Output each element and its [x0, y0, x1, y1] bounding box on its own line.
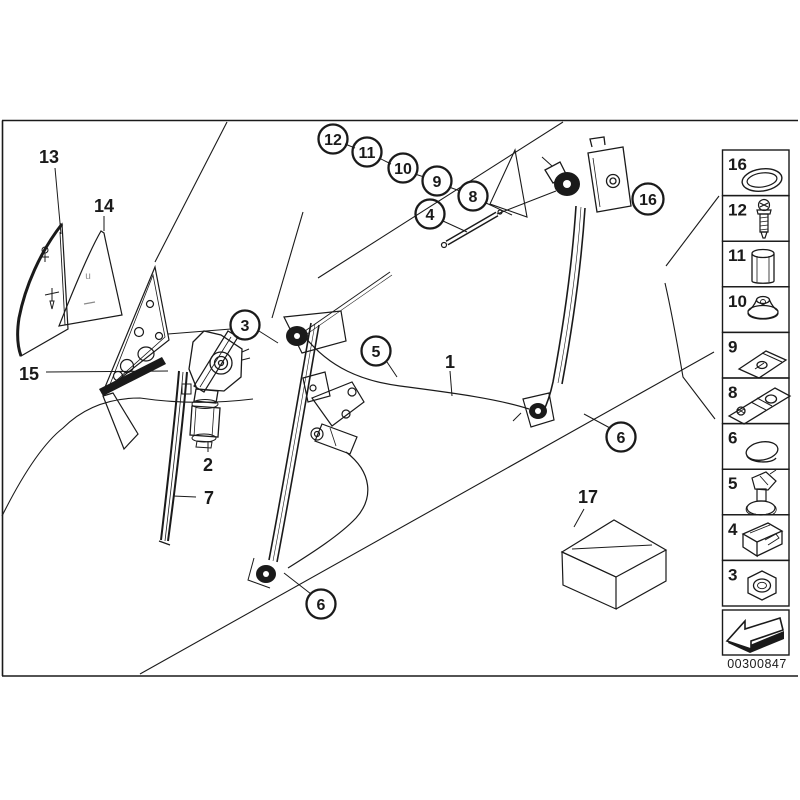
part-17-carton-box[interactable] [560, 519, 668, 610]
callout-9[interactable]: 9 [421, 165, 453, 197]
svg-text:10: 10 [728, 292, 747, 311]
clip-icon [41, 246, 60, 310]
rear-regulator-rail[interactable] [512, 136, 632, 428]
part-label-7[interactable]: 7 [204, 488, 214, 508]
svg-text:6: 6 [317, 597, 326, 614]
legend-item-11[interactable]: 11 [721, 240, 790, 288]
grommet-nut-icon [747, 295, 779, 320]
legend-item-3[interactable]: 3 [721, 559, 790, 607]
svg-text:12: 12 [728, 201, 747, 220]
legend-item-9[interactable]: 9 [721, 331, 790, 379]
part-label-2[interactable]: 2 [203, 455, 213, 475]
svg-text:6: 6 [617, 430, 626, 447]
glass-marking: u [85, 271, 91, 282]
callout-16[interactable]: 16 [631, 182, 665, 216]
callout-11[interactable]: 11 [351, 136, 383, 168]
svg-text:10: 10 [394, 161, 412, 178]
callout-6-right[interactable]: 6 [605, 421, 637, 453]
callout-12[interactable]: 12 [317, 123, 349, 155]
part-2-window-motor[interactable] [181, 330, 251, 449]
legend-item-4[interactable]: 4 [721, 514, 790, 562]
callout-5[interactable]: 5 [360, 335, 392, 367]
svg-text:5: 5 [372, 344, 381, 361]
svg-text:9: 9 [728, 337, 737, 356]
svg-text:3: 3 [728, 565, 737, 584]
lower-cable-run [304, 336, 530, 410]
svg-text:11: 11 [728, 246, 746, 265]
svg-text:11: 11 [359, 145, 376, 162]
legend-item-12[interactable]: 12 [721, 194, 790, 242]
part-label-15[interactable]: 15 [19, 364, 39, 384]
drawing-border [1, 119, 798, 677]
svg-text:5: 5 [728, 474, 737, 493]
legend-item-8[interactable]: 8 [721, 377, 792, 425]
carriage-assembly [302, 371, 365, 455]
legend-item-16[interactable]: 16 [721, 149, 790, 197]
front-regulator-rail[interactable] [247, 271, 393, 589]
spacer-sleeve-icon [751, 248, 775, 284]
svg-text:16: 16 [639, 192, 657, 209]
window-glass-wedge [489, 148, 528, 218]
door-inner-frame [99, 264, 170, 451]
direction-arrow-icon [725, 616, 784, 653]
svg-text:16: 16 [728, 155, 747, 174]
leader-lines [45, 143, 611, 595]
bowden-cable[interactable] [304, 190, 557, 410]
svg-text:8: 8 [469, 189, 478, 206]
part-label-17[interactable]: 17 [578, 487, 598, 507]
part-label-13[interactable]: 13 [39, 147, 59, 167]
gasket-plate-icon [727, 387, 792, 425]
svg-text:12: 12 [324, 132, 342, 149]
svg-text:4: 4 [728, 520, 738, 539]
callout-4[interactable]: 4 [414, 198, 446, 230]
legend-sidebar: 16 12 11 [721, 149, 792, 671]
legend-item-5[interactable]: 5 [721, 468, 790, 516]
callout-8[interactable]: 8 [457, 180, 489, 212]
legend-item-10[interactable]: 10 [721, 286, 790, 334]
part-label-1[interactable]: 1 [445, 352, 455, 372]
part-13-trim-triangle[interactable] [16, 222, 69, 357]
o-ring-seal-icon [741, 168, 783, 192]
svg-text:4: 4 [426, 207, 435, 224]
clamp-plate-icon [737, 350, 788, 379]
cover-cap-icon [745, 441, 779, 463]
car-door-outline [1, 121, 720, 675]
callout-3[interactable]: 3 [229, 309, 261, 341]
drive-module [541, 136, 632, 213]
direction-arrow-box[interactable] [721, 609, 790, 656]
svg-text:3: 3 [241, 318, 250, 335]
svg-text:8: 8 [728, 383, 737, 402]
part-label-14[interactable]: 14 [94, 196, 114, 216]
svg-text:9: 9 [433, 174, 442, 191]
legend-item-6[interactable]: 6 [721, 422, 790, 470]
callout-6-bottom[interactable]: 6 [305, 588, 337, 620]
hex-nut-icon [747, 570, 777, 601]
grommet-clip-icon [745, 469, 777, 516]
part-14-quarter-glass[interactable]: u [58, 230, 123, 327]
image-number: 00300847 [727, 657, 787, 671]
screw-bolt-icon [756, 198, 772, 239]
spring-clip-icon [741, 522, 784, 558]
callout-10[interactable]: 10 [387, 152, 419, 184]
part-7-guide-channel[interactable] [158, 370, 188, 546]
svg-text:6: 6 [728, 429, 737, 448]
